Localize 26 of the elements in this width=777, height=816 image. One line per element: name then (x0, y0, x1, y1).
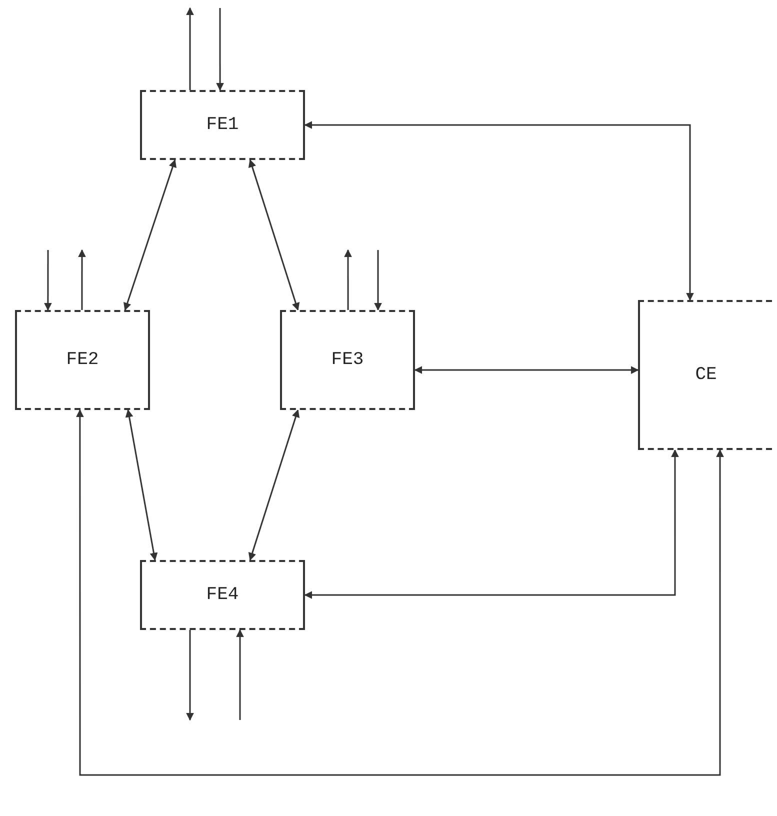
arrow (374, 250, 382, 311)
arrow (344, 249, 352, 310)
process-box (15, 310, 150, 410)
box-label: FE1 (206, 115, 239, 135)
arrow (236, 629, 244, 720)
arrow (186, 7, 194, 90)
process-box (638, 300, 772, 450)
arrow (304, 449, 679, 599)
arrow (186, 630, 194, 721)
arrow (304, 121, 694, 301)
arrow (78, 249, 86, 310)
arrow (125, 409, 158, 561)
box-label: FE2 (66, 350, 99, 370)
box-label: CE (695, 365, 717, 385)
arrow (44, 250, 52, 311)
box-label: FE3 (331, 350, 364, 370)
process-box (140, 90, 305, 160)
process-box (280, 310, 415, 410)
arrow (216, 8, 224, 91)
arrow (124, 159, 176, 311)
process-box (140, 560, 305, 630)
box-label: FE4 (206, 585, 239, 605)
arrow (414, 366, 639, 374)
arrow (248, 409, 300, 561)
arrow (248, 159, 300, 311)
arrow (76, 409, 724, 776)
